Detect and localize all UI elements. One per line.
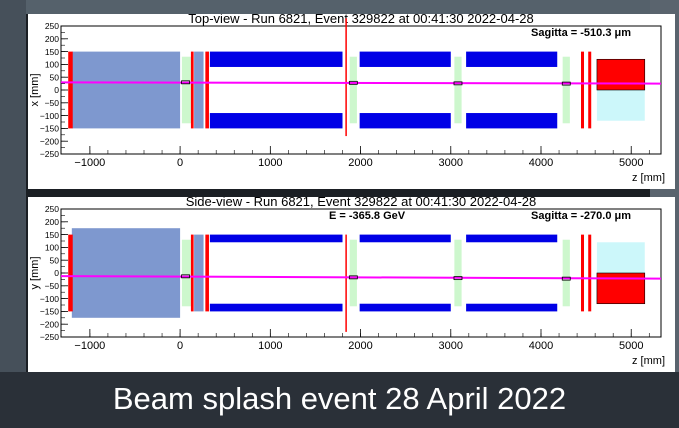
y-tick-label: −50 <box>45 281 60 291</box>
x-tick-label: −1000 <box>74 340 105 352</box>
x-tick-label: 0 <box>177 340 183 352</box>
y-tick-label: 50 <box>50 72 60 82</box>
target-element <box>190 234 194 312</box>
tracking-plane <box>562 56 570 124</box>
x-tick-label: 5000 <box>619 340 643 352</box>
y-tick-label: 200 <box>45 34 59 44</box>
y-axis-label: y [mm] <box>29 257 41 290</box>
y-tick-label: 200 <box>45 217 59 227</box>
track-hit <box>561 81 571 86</box>
y-tick-label: −150 <box>40 307 59 317</box>
x-axis-label: z [mm] <box>632 172 665 184</box>
calorimeter-hit <box>596 58 646 91</box>
target-element <box>194 234 204 312</box>
x-tick-label: 1000 <box>258 340 282 352</box>
magnet-block <box>359 303 451 312</box>
target-element <box>68 234 73 312</box>
absorber-block <box>71 228 181 318</box>
x-tick-label: −1000 <box>74 157 105 169</box>
y-tick-label: 0 <box>54 85 59 95</box>
x-tick-label: 3000 <box>439 157 463 169</box>
y-tick-label: −100 <box>40 294 59 304</box>
magnet-block <box>466 234 558 243</box>
target-element <box>194 51 204 129</box>
x-tick-label: 2000 <box>348 340 372 352</box>
x-axis-label: z [mm] <box>632 355 665 367</box>
magnet-block <box>466 303 558 312</box>
top-view-panel: Top-view - Run 6821, Event 329822 at 00:… <box>28 14 675 189</box>
tracking-plane <box>181 56 191 124</box>
track-hit <box>348 80 358 85</box>
chart-title: Top-view - Run 6821, Event 329822 at 00:… <box>188 14 533 26</box>
target-element <box>205 234 209 312</box>
tracking-plane <box>349 56 357 124</box>
absorber-block <box>71 51 181 129</box>
target-element <box>205 51 209 129</box>
y-tick-label: 150 <box>45 230 59 240</box>
x-tick-label: 5000 <box>619 157 643 169</box>
magnet-block <box>359 51 451 67</box>
magnet-block <box>209 113 343 129</box>
y-tick-label: −50 <box>45 98 60 108</box>
tracking-plane <box>562 239 570 307</box>
tracking-plane <box>181 239 191 307</box>
x-tick-label: 3000 <box>439 340 463 352</box>
x-tick-label: 1000 <box>258 157 282 169</box>
y-tick-label: −200 <box>40 319 59 329</box>
side-view-panel: Side-view - Run 6821, Event 329822 at 00… <box>28 197 675 372</box>
y-tick-label: −200 <box>40 136 59 146</box>
muon-track <box>60 275 662 280</box>
tracking-plane <box>454 56 462 124</box>
y-tick-label: −100 <box>40 111 59 121</box>
magnet-block <box>209 234 343 243</box>
muon-track <box>60 81 662 85</box>
y-tick-label: 100 <box>45 60 59 70</box>
track-hit <box>181 80 190 85</box>
y-tick-label: 250 <box>45 204 59 214</box>
tracking-plane <box>454 239 462 307</box>
sagitta-label: Sagitta = -510.3 μm <box>531 27 631 39</box>
y-tick-label: 100 <box>45 243 59 253</box>
x-tick-label: 4000 <box>529 340 553 352</box>
y-tick-label: 250 <box>45 21 59 31</box>
calorimeter-light <box>596 90 645 121</box>
y-tick-label: 0 <box>54 268 59 278</box>
track-hit <box>561 276 571 281</box>
magnet-block <box>209 303 343 312</box>
y-tick-label: −250 <box>40 332 59 342</box>
magnet-block <box>209 51 343 67</box>
target-element <box>68 51 73 129</box>
y-tick-label: 50 <box>50 255 60 265</box>
x-tick-label: 4000 <box>529 157 553 169</box>
magnet-block <box>359 113 451 129</box>
track-hit <box>453 81 463 86</box>
target-element <box>190 51 194 129</box>
track-hit <box>181 274 190 279</box>
y-tick-label: 150 <box>45 47 59 57</box>
track-hit <box>348 275 358 280</box>
magnet-block <box>359 234 451 243</box>
track-hit <box>453 276 463 281</box>
x-tick-label: 0 <box>177 157 183 169</box>
caption: Beam splash event 28 April 2022 <box>112 381 567 416</box>
magnet-block <box>466 113 558 129</box>
energy-label: E = -365.8 GeV <box>329 210 406 222</box>
tracking-plane <box>349 239 357 307</box>
sagitta-label: Sagitta = -270.0 μm <box>531 210 631 222</box>
y-axis-label: x [mm] <box>29 74 41 107</box>
x-tick-label: 2000 <box>348 157 372 169</box>
calorimeter-light <box>596 242 645 273</box>
magnet-block <box>466 51 558 67</box>
chart-title: Side-view - Run 6821, Event 329822 at 00… <box>186 197 537 209</box>
y-tick-label: −150 <box>40 124 59 134</box>
y-tick-label: −250 <box>40 149 59 159</box>
